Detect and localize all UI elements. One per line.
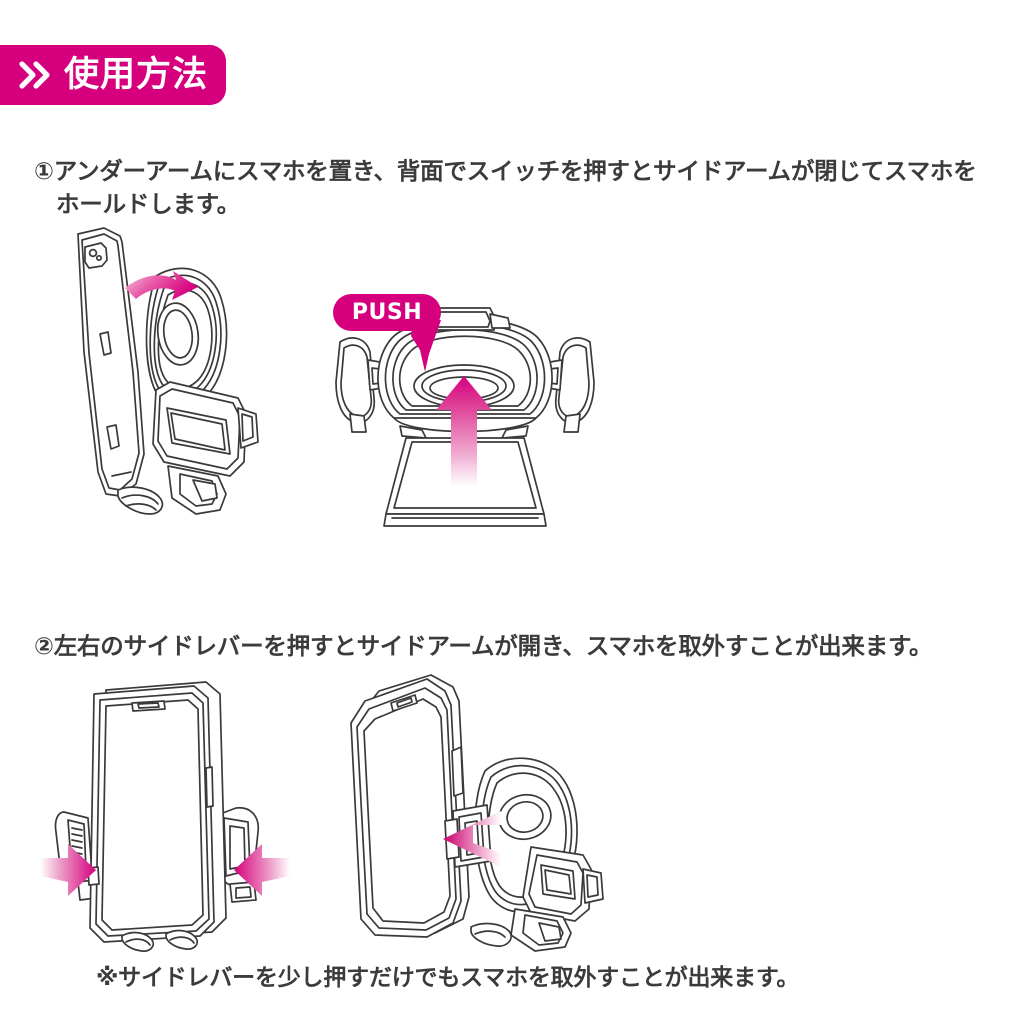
double-chevron-right-icon bbox=[19, 61, 54, 89]
illustration-phone-front-view-side-levers bbox=[40, 672, 290, 952]
arrow-left-icon bbox=[443, 811, 501, 867]
step-2-instruction: ②左右のサイドレバーを押すとサイドアームが開き、スマホを取外すことが出来ます。 bbox=[34, 630, 994, 663]
curved-arrow-down-right-icon bbox=[125, 271, 198, 300]
arrow-right-icon bbox=[40, 844, 96, 896]
footnote: ※サイドレバーを少し押すだけでもスマホを取外すことが出来ます。 bbox=[96, 965, 800, 991]
callout-tail-icon bbox=[411, 320, 445, 372]
illustration-holder-rear-view-push-switch bbox=[330, 290, 600, 530]
push-label: PUSH bbox=[351, 300, 423, 325]
arrow-left-tail-icon bbox=[487, 831, 579, 847]
step-1-line-1: ①アンダーアームにスマホを置き、背面でスイッチを押すとサイドアームが閉じてスマホ… bbox=[34, 157, 977, 185]
step-1-line-2: ホールドします。 bbox=[56, 190, 241, 219]
push-callout: PUSH bbox=[333, 294, 441, 372]
step-1-instruction: ①アンダーアームにスマホを置き、背面でスイッチを押すとサイドアームが閉じてスマホ… bbox=[34, 155, 994, 222]
arrow-up-icon bbox=[436, 376, 492, 486]
arrow-left-icon bbox=[234, 844, 290, 896]
page-title: 使用方法 bbox=[64, 54, 209, 95]
step-2-line-1: ②左右のサイドレバーを押すとサイドアームが開き、スマホを取外すことが出来ます。 bbox=[34, 632, 933, 660]
section-header-badge: 使用方法 bbox=[0, 45, 226, 105]
illustration-phone-removal-angled-view bbox=[335, 665, 610, 955]
illustration-phone-side-view-placing bbox=[60, 222, 280, 522]
